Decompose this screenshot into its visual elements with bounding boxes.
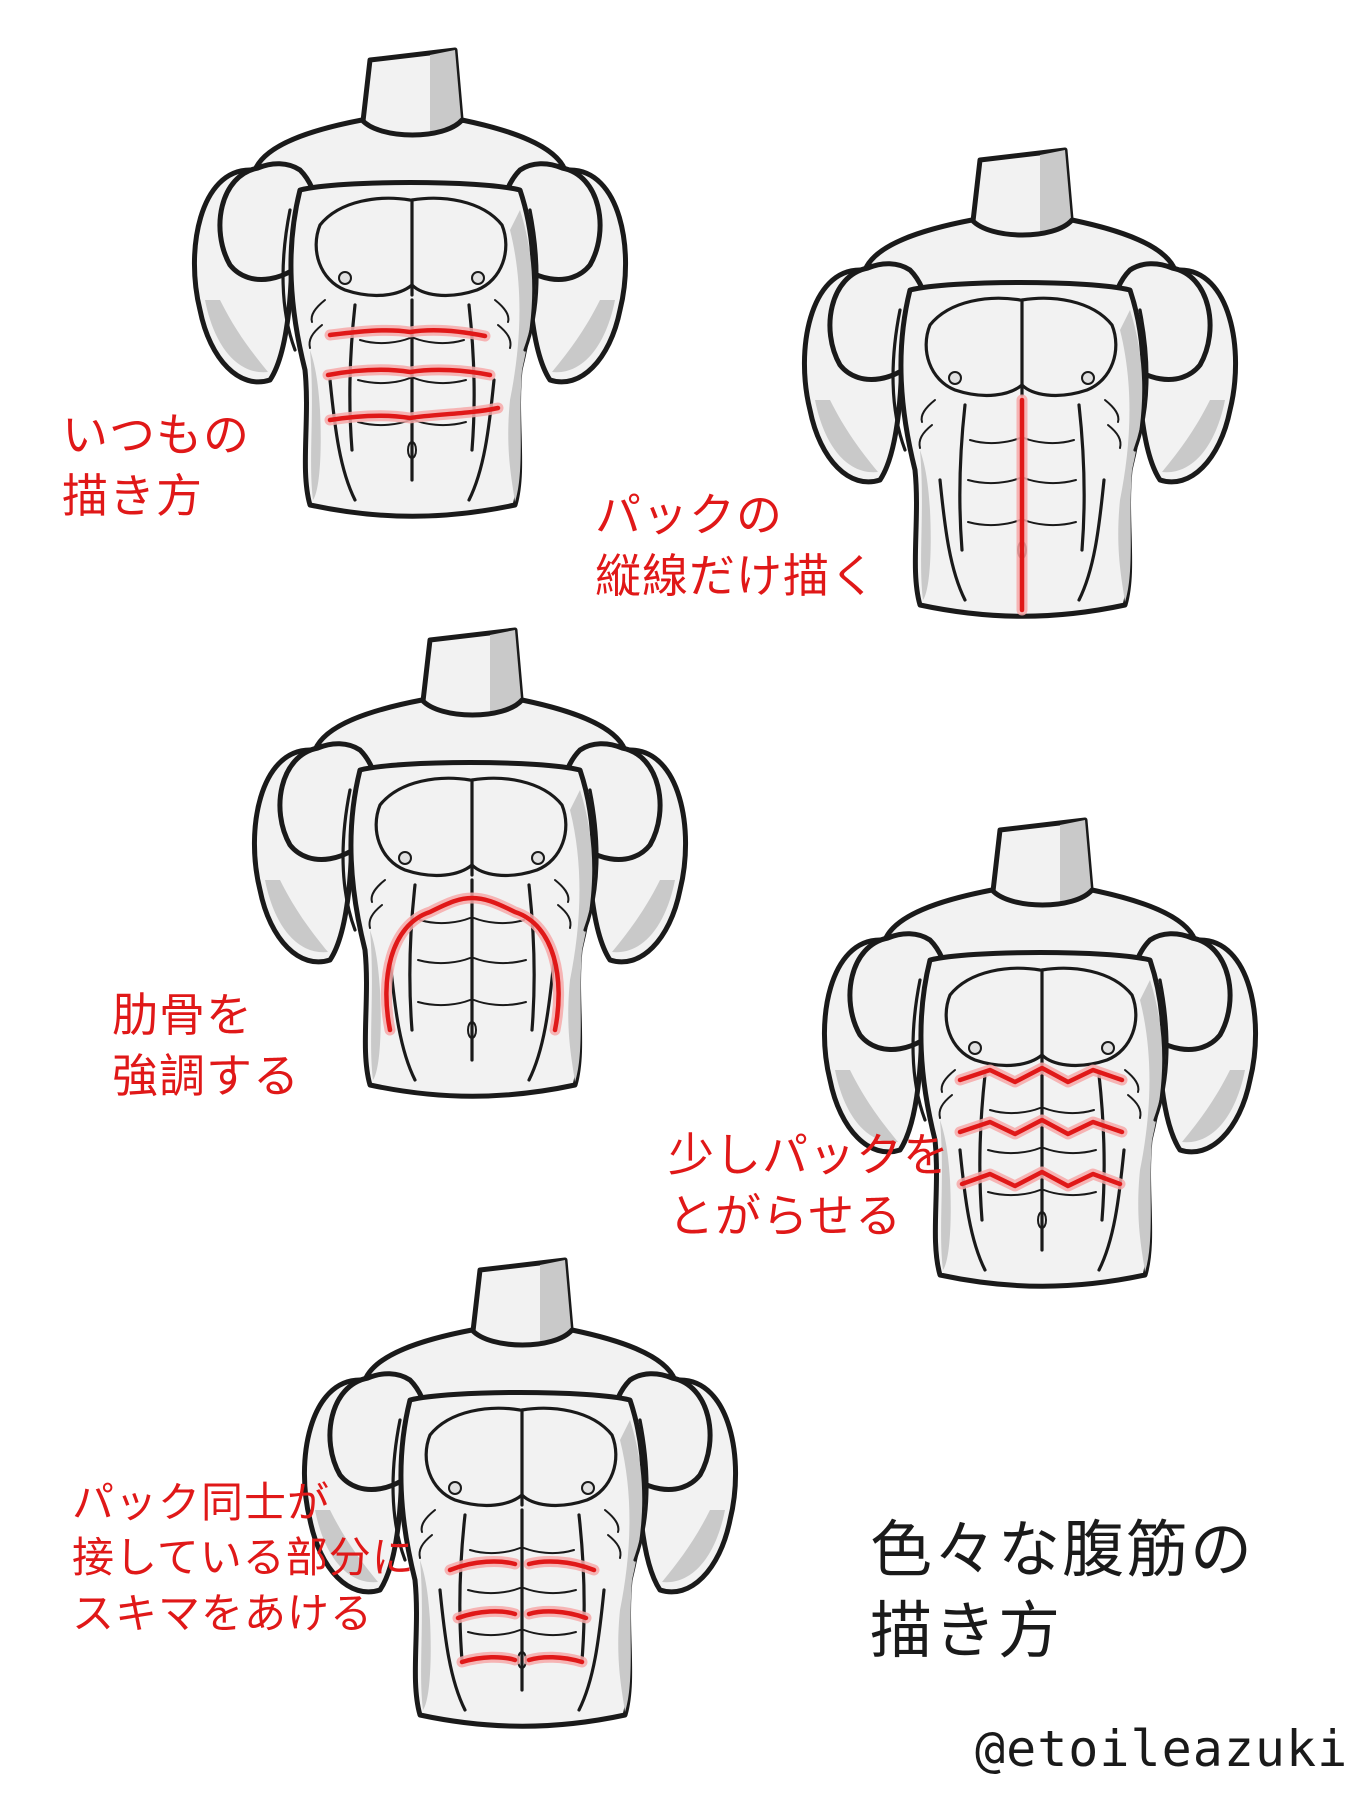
torso-pointed xyxy=(810,820,1270,1290)
annotation-gaps: パック同士が 接している部分に スキマをあける xyxy=(72,1478,415,1638)
annotation-ribcage: 肋骨を 強調する xyxy=(112,988,300,1103)
annotation-vertical-line: パックの 縦線だけ描く xyxy=(595,488,877,603)
author-credit: @etoileazuki xyxy=(975,1720,1349,1778)
page-title: 色々な腹筋の 描き方 xyxy=(870,1513,1255,1667)
annotation-standard: いつもの 描き方 xyxy=(62,408,250,523)
torso-vertical-line xyxy=(790,150,1250,620)
torso-ribcage xyxy=(240,630,700,1100)
annotation-pointed: 少しパックを とがらせる xyxy=(668,1128,950,1243)
torso-gaps xyxy=(290,1260,750,1730)
torso-standard xyxy=(180,50,640,520)
